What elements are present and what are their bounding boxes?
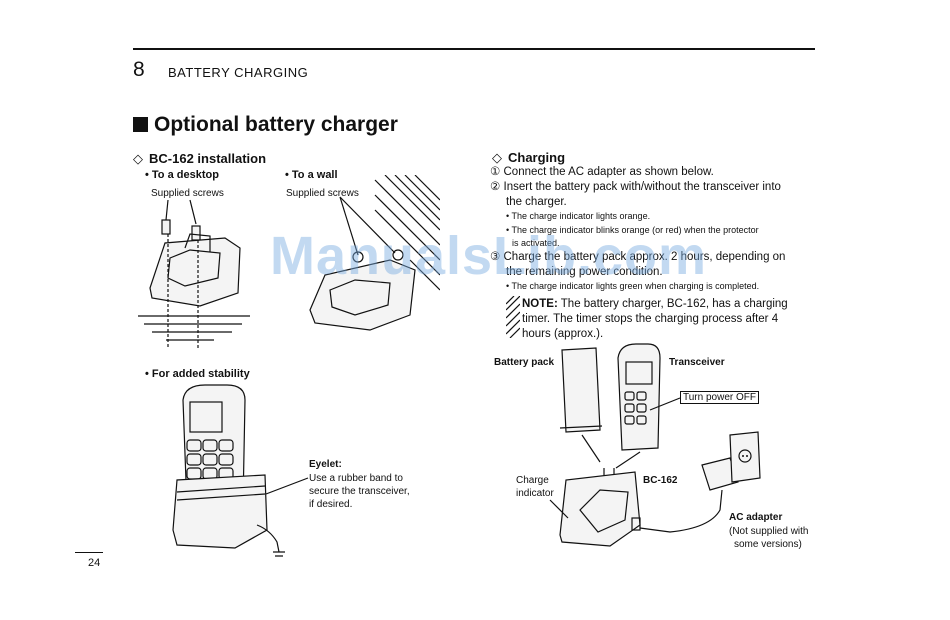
step-2-line-2: the charger. [506,196,567,208]
note-line-2: timer. The timer stops the charging proc… [522,313,779,325]
note-orange: • The charge indicator lights orange. [506,211,651,221]
charging-heading: ◇Charging [492,150,566,165]
turn-power-off-label: Turn power OFF [680,391,759,404]
eyelet-line-1: Use a rubber band to [309,473,403,484]
step-3-line-1: ③ Charge the battery pack approx. 2 hour… [490,251,786,263]
eyelet-line-3: if desired. [309,499,353,510]
stability-label: • For added stability [145,368,250,380]
note-line-3: hours (approx.). [522,328,604,340]
desktop-charger-illustration [138,199,250,348]
header-rule [133,48,815,50]
note-line-1: NOTE: The battery charger, BC-162, has a… [522,298,788,310]
square-bullet-icon [133,117,148,132]
ac-adapter-note-2: some versions) [734,539,802,550]
note-green: • The charge indicator lights green when… [506,281,760,291]
bc162-label: BC-162 [643,475,678,486]
wall-label: • To a wall [285,169,338,181]
note-blink-1: • The charge indicator blinks orange (or… [506,225,759,235]
ac-adapter-label: AC adapter [729,512,783,523]
step-3-line-2: the remaining power condition. [506,266,663,278]
step-1: ① Connect the AC adapter as shown below. [490,166,714,178]
eyelet-line-2: secure the transceiver, [309,486,410,497]
charging-diagram [549,343,761,547]
screws-wall-label: Supplied screws [286,188,359,199]
eyelet-title: Eyelet: [309,459,342,470]
desktop-label: • To a desktop [145,169,219,181]
installation-heading: ◇BC-162 installation [133,151,267,166]
charge-indicator-label-2: indicator [516,488,554,499]
page-number: 24 [88,557,101,569]
note-hatch-icon [506,296,520,338]
screws-desktop-label: Supplied screws [151,188,224,199]
chapter-number: 8 [133,58,145,81]
battery-pack-label: Battery pack [494,357,555,368]
ac-adapter-note-1: (Not supplied with [729,526,809,537]
stability-illustration [172,384,285,557]
diamond-icon: ◇ [492,150,502,165]
note-blink-2: is activated. [512,238,560,248]
transceiver-label: Transceiver [669,357,725,368]
eyelet-pointer [265,477,309,495]
section-title: Optional battery charger [133,113,398,137]
charge-indicator-label-1: Charge [516,475,549,486]
diamond-icon: ◇ [133,151,143,166]
watermark: ManualsLib.com [270,226,708,286]
chapter-title: BATTERY CHARGING [168,65,309,80]
wall-charger-illustration [309,175,440,331]
step-2-line-1: ② Insert the battery pack with/without t… [490,181,781,193]
footer-rule [75,552,103,553]
